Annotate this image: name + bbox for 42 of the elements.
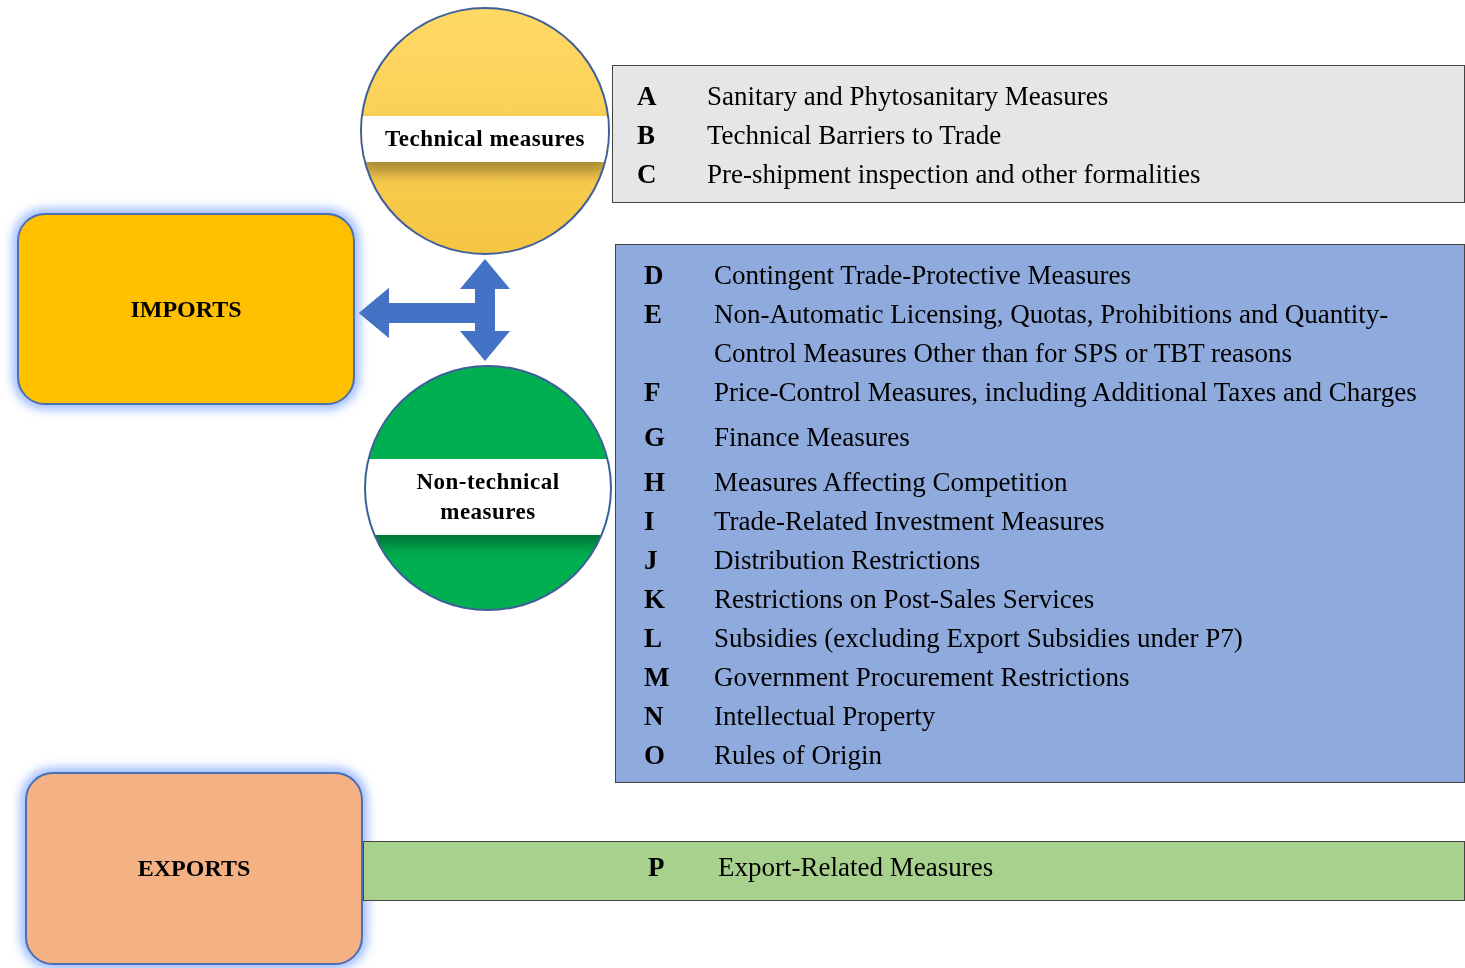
circle-label: Non-technical measures	[366, 459, 610, 535]
item-letter: K	[644, 583, 666, 616]
item-letter: A	[637, 80, 658, 113]
exports-box	[25, 772, 363, 965]
item-letter: P	[648, 851, 666, 884]
item-letter: F	[644, 376, 662, 409]
item-text: Trade-Related Investment Measures	[714, 505, 1106, 538]
item-letter: O	[644, 739, 666, 772]
double-arrow	[359, 288, 510, 361]
measures-panel	[615, 244, 1465, 783]
item-text: Contingent Trade-Protective Measures	[714, 259, 1132, 292]
item-letter: G	[644, 421, 666, 454]
item-text: Export-Related Measures	[718, 851, 995, 884]
item-text: Price-Control Measures, including Additional Taxes and Charges	[714, 376, 1418, 409]
item-letter: C	[637, 158, 658, 191]
item-text: Technical Barriers to Trade	[707, 119, 1003, 152]
item-letter: M	[644, 661, 671, 694]
item-text: Restrictions on Post-Sales Services	[714, 583, 1096, 616]
item-text: Subsidies (excluding Export Subsidies under P7)	[714, 622, 1244, 655]
item-text: Intellectual Property	[714, 700, 937, 733]
item-letter: J	[644, 544, 659, 577]
item-text: Sanitary and Phytosanitary Measures	[707, 80, 1110, 113]
item-text: Non-Automatic Licensing, Quotas, Prohibitions and Quantity-Control Measures Other than for SPS or TBT reasons	[714, 298, 1390, 370]
item-text: Distribution Restrictions	[714, 544, 982, 577]
item-text: Rules of Origin	[714, 739, 883, 772]
item-text: Measures Affecting Competition	[714, 466, 1069, 499]
item-letter: I	[644, 505, 656, 538]
box-label: EXPORTS	[137, 855, 251, 882]
item-letter: H	[644, 466, 666, 499]
item-text: Government Procurement Restrictions	[714, 661, 1131, 694]
measures-bar	[363, 841, 1465, 901]
measures-panel	[612, 65, 1465, 203]
item-text: Finance Measures	[714, 421, 911, 454]
imports-box	[17, 213, 355, 405]
item-letter: N	[644, 700, 665, 733]
box-label: IMPORTS	[130, 295, 242, 323]
item-letter: L	[644, 622, 663, 655]
item-letter: B	[637, 119, 656, 152]
item-letter: D	[644, 259, 665, 292]
item-text: Pre-shipment inspection and other formalities	[707, 158, 1202, 191]
circle-label: Technical measures	[362, 116, 608, 162]
item-letter: E	[644, 298, 663, 331]
